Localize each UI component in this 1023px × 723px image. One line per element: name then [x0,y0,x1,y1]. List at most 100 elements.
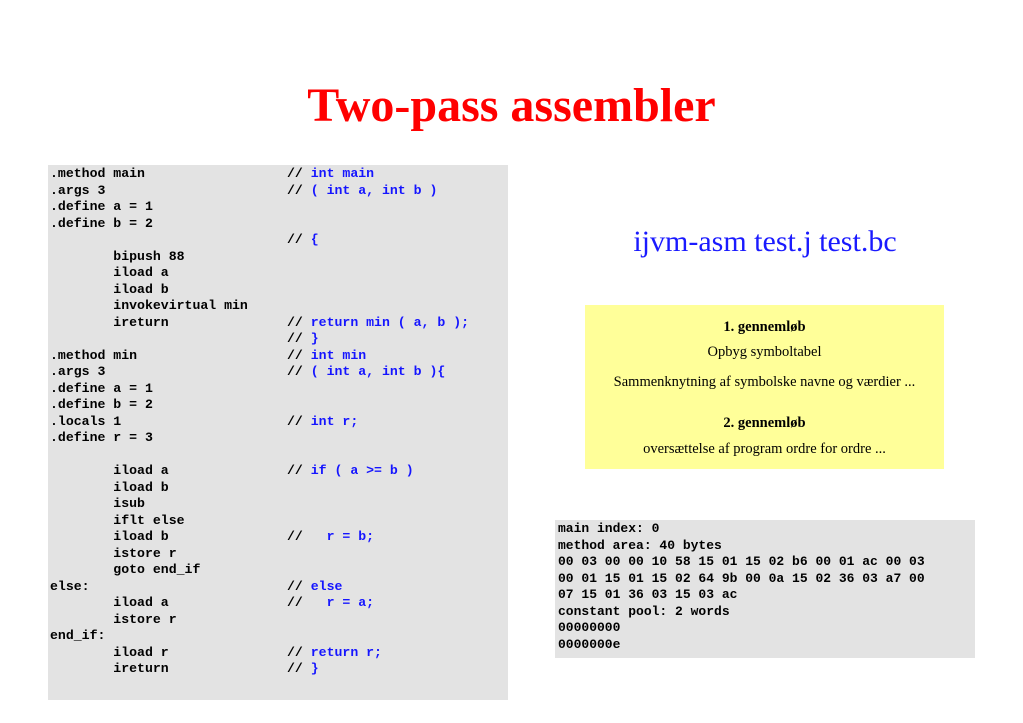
code-comment: int main [310,166,375,181]
code-instruction: ireturn [50,314,169,330]
code-line: .define a = 1 [50,381,287,397]
code-line: .define r = 3 [50,430,287,446]
code-instruction: ireturn [50,661,169,676]
comment-marker: // [287,331,303,346]
code-comment: return min ( a, b ); [310,314,470,330]
code-line: isub [50,496,287,512]
assembly-code-panel: .method main // int main .args 3 // ( int a… [48,165,508,700]
pass1-line1: Opbyg symboltabel [707,344,822,360]
code-instruction: iload b [50,479,169,495]
code-comment: int r; [310,413,359,429]
code-line: iload a [50,265,287,281]
comment-marker: // [287,232,303,247]
code-instruction: .define r = 3 [50,430,153,445]
code-instruction: iload b [50,529,169,544]
output-line: 0000000e [558,636,621,652]
code-comment: ( int a, int b ) [310,182,438,198]
command-line-text: ijvm-asm test.j test.bc [633,225,897,258]
code-instruction: bipush 88 [50,248,185,264]
output-line: constant pool: 2 words [558,603,730,619]
code-line: // } [50,331,319,347]
code-line: iload a // if ( a >= b ) [50,463,414,479]
code-instruction: iload a [50,595,169,610]
code-line: iload b [50,282,287,298]
code-line: .method main // int main [50,166,374,182]
code-line: iload r// return r; [50,645,382,661]
code-comment: return r; [310,644,382,660]
code-line: .locals 1 // int r; [50,414,358,430]
code-line: .args 3 // ( int a, int b ){ [50,364,445,380]
code-instruction: invokevirtual min [50,298,248,313]
output-line: 00 03 00 00 10 58 15 01 15 02 b6 00 01 a… [558,554,925,569]
code-line: .method min// int min [50,348,366,364]
output-line: method area: 40 bytes [558,537,722,553]
code-instruction: istore r [50,545,177,561]
comment-marker: // [287,413,303,429]
code-instruction: .locals 1 [50,413,122,429]
comment-marker: // [287,661,303,676]
code-line: istore r [50,612,287,628]
comment-marker: // [287,166,303,181]
comment-marker: // [287,463,303,478]
comment-marker: // [287,529,303,544]
code-comment: r = a; [310,595,375,610]
code-line: iflt else [50,513,287,529]
output-line: 00000000 [558,620,621,635]
code-comment: int min [310,347,367,363]
comment-marker: // [287,182,303,198]
code-line: .define a = 1 [50,199,287,215]
code-instruction: iflt else [50,512,185,528]
code-comment: if ( a >= b ) [310,463,414,478]
code-instruction: .define b = 2 [50,397,153,412]
code-comment: { [310,232,319,247]
output-line: 07 15 01 36 03 15 03 ac [558,587,738,602]
code-line: // { [50,232,319,248]
code-comment: else [310,578,343,594]
code-instruction: iload b [50,281,169,297]
code-line: goto end_if [50,562,287,578]
code-instruction: iload a [50,463,169,478]
code-line: .define b = 2 [50,216,287,232]
pass1-line2: Sammenknytning af symbolske navne og vær… [613,374,916,390]
code-instruction: .args 3 [50,182,106,198]
code-instruction: isub [50,496,145,511]
output-line: 00 01 15 01 15 02 64 9b 00 0a 15 02 36 0… [558,570,925,586]
code-comment: } [310,661,319,676]
code-instruction: goto end_if [50,562,201,577]
code-line [50,447,287,463]
code-instruction: .method main [50,166,145,181]
code-line: invokevirtual min [50,298,287,314]
code-line: iload a// r = a; [50,595,374,611]
comment-marker: // [287,347,303,363]
code-comment: r = b; [310,529,375,544]
code-line: bipush 88 [50,249,287,265]
code-instruction: .define a = 1 [50,380,153,396]
code-instruction: else: [50,578,90,594]
code-line: ireturn // return min ( a, b ); [50,315,469,331]
page-title: Two-pass assembler [307,79,716,132]
code-line: end_if: [50,628,287,644]
code-instruction: istore r [50,611,177,627]
pass2-heading: 2. gennemløb [723,415,806,431]
comment-marker: // [287,644,303,660]
output-line: main index: 0 [558,521,660,536]
comment-marker: // [287,364,303,379]
code-instruction: end_if: [50,628,106,643]
pass1-heading: 1. gennemløb [723,319,806,335]
comment-marker: // [287,314,303,330]
code-line: istore r [50,546,287,562]
code-line: .define b = 2 [50,397,287,413]
comment-marker: // [287,578,303,594]
code-line: iload b [50,480,287,496]
code-line: iload b // r = b; [50,529,374,545]
code-line: else: // else [50,579,342,595]
code-instruction: .define b = 2 [50,215,153,231]
code-comment: ( int a, int b ){ [310,364,446,379]
code-line: ireturn // } [50,661,319,677]
code-instruction: .define a = 1 [50,199,153,214]
passes-box: 1. gennemløb Opbyg symboltabel Sammenkny… [585,305,944,469]
code-instruction: .args 3 [50,364,106,379]
pass2-line1: oversættelse af program ordre for ordre … [643,441,886,457]
code-instruction: iload a [50,265,169,280]
